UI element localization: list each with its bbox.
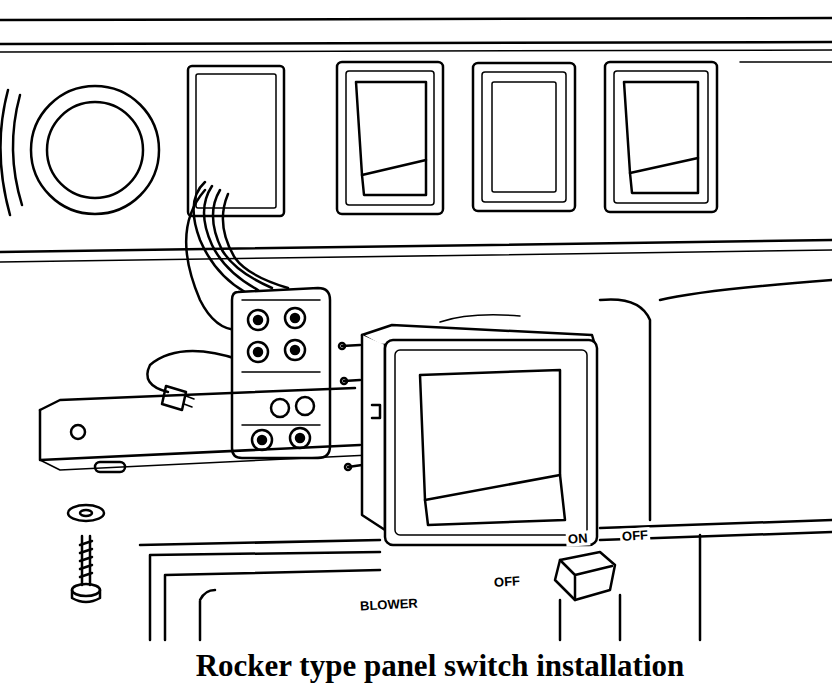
panel-marking: OFF <box>620 527 651 544</box>
panel-marking: BLOWER <box>358 595 420 613</box>
figure-caption: Rocker type panel switch installation <box>196 648 685 684</box>
panel-marking: OFF <box>492 573 523 590</box>
panel-marking: ON <box>566 530 590 547</box>
